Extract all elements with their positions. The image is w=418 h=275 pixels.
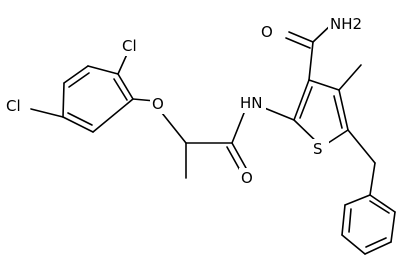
- carboxamide-group: [285, 23, 333, 81]
- bond-camide-o: [288, 31, 314, 43]
- label-bg-s: [311, 139, 329, 159]
- label-ether-o: O: [152, 95, 164, 113]
- phenyl-bond-4-double: [365, 237, 387, 248]
- bond-c4-c5-double: [333, 95, 343, 129]
- aryl-bond-1-double: [113, 78, 128, 101]
- atom-labels: NH2 O HN S O O Cl Cl: [4, 14, 366, 188]
- bond-ch-oether: [161, 112, 187, 144]
- bond-c5-ch2: [347, 129, 376, 164]
- label-bg-carbonyl-o: [239, 168, 257, 188]
- label-cl-top: Cl: [122, 37, 137, 55]
- phenyl-ring: [341, 194, 396, 255]
- aryl-bond-3: [63, 65, 89, 84]
- bond-co-o-double: [226, 146, 242, 173]
- label-linker-hn: HN: [240, 94, 263, 112]
- bond-camide-o-double: [285, 37, 311, 49]
- phenyl-bond-6: [369, 194, 396, 213]
- bond-c3-c4: [308, 79, 340, 91]
- phenyl-bond-2: [341, 204, 346, 236]
- dichlorophenyl-ring: [30, 51, 134, 133]
- label-bg-cl-top: [120, 36, 144, 56]
- phenyl-bond-2-double: [348, 208, 352, 233]
- bond-c2-c3: [293, 79, 310, 121]
- bond-aryl-cl-left: [30, 108, 64, 118]
- aryl-bond-1: [117, 73, 134, 100]
- bond-co-o: [231, 142, 247, 169]
- label-bg-cl-left: [4, 96, 30, 116]
- phenyl-bond-3: [341, 234, 366, 255]
- label-bg-hn: [238, 93, 266, 113]
- aryl-bond-6: [92, 98, 134, 133]
- bond-ch2-phenyl: [369, 162, 376, 196]
- aryl-bond-2: [87, 65, 119, 75]
- bond-c2-nh: [261, 106, 295, 121]
- label-amide-o: O: [261, 23, 273, 41]
- label-thiophene-s: S: [313, 140, 323, 158]
- aryl-bond-5-double: [67, 112, 93, 126]
- aryl-bond-3-double: [68, 72, 90, 88]
- label-carbonyl-o: O: [241, 169, 253, 187]
- aryl-bond-5: [62, 116, 94, 133]
- aryl-bond-4: [62, 82, 65, 118]
- phenyl-bond-6-double: [369, 200, 390, 214]
- bond-c3-camide: [308, 41, 314, 81]
- bond-c2-c3-double: [299, 86, 313, 119]
- label-amide-nh2: NH2: [330, 15, 362, 33]
- label-bg-ether-o: [150, 94, 168, 114]
- benzyl-group: [347, 129, 376, 196]
- label-cl-left: Cl: [6, 97, 21, 115]
- phenyl-bond-5: [390, 211, 396, 243]
- label-bg-amide-o: [258, 22, 276, 42]
- phenyl-bond-1: [344, 194, 371, 206]
- phenyl-bond-4: [364, 241, 392, 255]
- bond-c4-c5: [338, 89, 349, 131]
- bond-nh-co: [231, 112, 245, 144]
- label-bg-nh2: [328, 14, 366, 34]
- methyl-bond: [338, 64, 362, 91]
